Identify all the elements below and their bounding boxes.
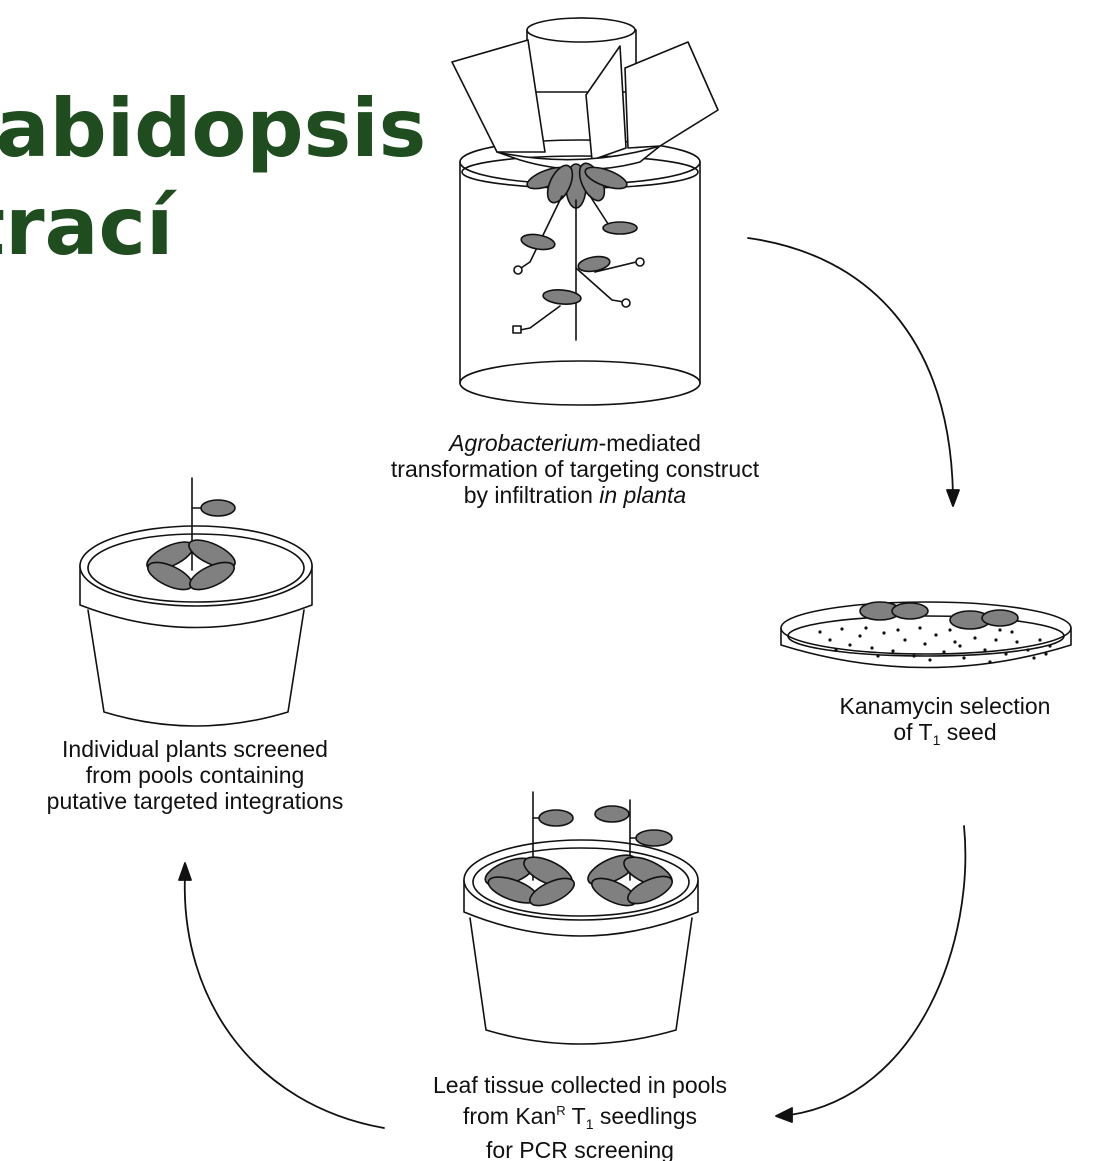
pot-single-plant-illustration bbox=[80, 478, 312, 726]
caption-kanamycin: Kanamycin selection of T1 seed bbox=[800, 693, 1090, 753]
arrowhead-to-kanamycin bbox=[947, 490, 959, 506]
pot-body bbox=[470, 918, 692, 1044]
stem-leaves bbox=[520, 222, 637, 306]
kanamycin-line-2-suffix: seed bbox=[940, 719, 996, 745]
caption-individual-line-1: Individual plants screened bbox=[10, 736, 380, 762]
caption-infiltration-line-1-rest: -mediated bbox=[599, 430, 701, 456]
caption-kanamycin-line-1: Kanamycin selection bbox=[800, 693, 1090, 719]
caption-infiltration-line-3-prefix: by infiltration bbox=[464, 482, 600, 508]
foil-flap-right bbox=[625, 42, 718, 148]
caption-leaf-tissue-line-2: from KanR T1 seedlings bbox=[370, 1098, 790, 1137]
in-planta-italic: in planta bbox=[599, 482, 686, 508]
kanamycin-line-2-prefix: of T bbox=[893, 719, 932, 745]
caption-leaf-tissue-line-3: for PCR screening bbox=[370, 1137, 790, 1161]
stem-left bbox=[518, 196, 562, 270]
leaf-line-2-suffix: seedlings bbox=[593, 1103, 697, 1129]
petri-dish-illustration bbox=[781, 602, 1071, 668]
infiltration-jar-illustration bbox=[452, 18, 718, 405]
caption-infiltration-line-2: transformation of targeting construct bbox=[340, 456, 810, 482]
leaf-line-2-mid: T bbox=[566, 1103, 586, 1129]
caption-infiltration-line-1: Agrobacterium-mediated bbox=[340, 430, 810, 456]
caption-infiltration: Agrobacterium-mediated transformation of… bbox=[340, 430, 810, 508]
agrobacterium-italic: Agrobacterium bbox=[449, 430, 599, 456]
kan-r-superscript: R bbox=[556, 1103, 565, 1118]
caption-leaf-tissue-line-1: Leaf tissue collected in pools bbox=[370, 1072, 790, 1098]
dish-body bbox=[781, 628, 1071, 668]
jar-base bbox=[460, 361, 700, 405]
foil-flap-left bbox=[452, 40, 545, 152]
caption-kanamycin-line-2: of T1 seed bbox=[800, 719, 1090, 753]
branch-left-low bbox=[520, 306, 560, 330]
inverted-pot-top bbox=[527, 18, 635, 42]
caption-individual-line-3: putative targeted integrations bbox=[10, 788, 380, 814]
caption-individual: Individual plants screened from pools co… bbox=[10, 736, 380, 814]
dish-medium bbox=[788, 616, 1064, 656]
caption-individual-line-2: from pools containing bbox=[10, 762, 380, 788]
caption-infiltration-line-3: by infiltration in planta bbox=[340, 482, 810, 508]
arrow-to-individual bbox=[185, 875, 384, 1128]
pot-top bbox=[80, 526, 312, 606]
caption-leaf-tissue: Leaf tissue collected in pools from KanR… bbox=[370, 1072, 790, 1161]
pot-pooled-plants-illustration bbox=[464, 792, 698, 1044]
leaf-line-2-prefix: from Kan bbox=[463, 1103, 556, 1129]
arrow-to-leaf-tissue bbox=[790, 826, 965, 1115]
arrowhead-to-individual bbox=[179, 863, 191, 880]
branch-right-1 bbox=[576, 268, 624, 302]
